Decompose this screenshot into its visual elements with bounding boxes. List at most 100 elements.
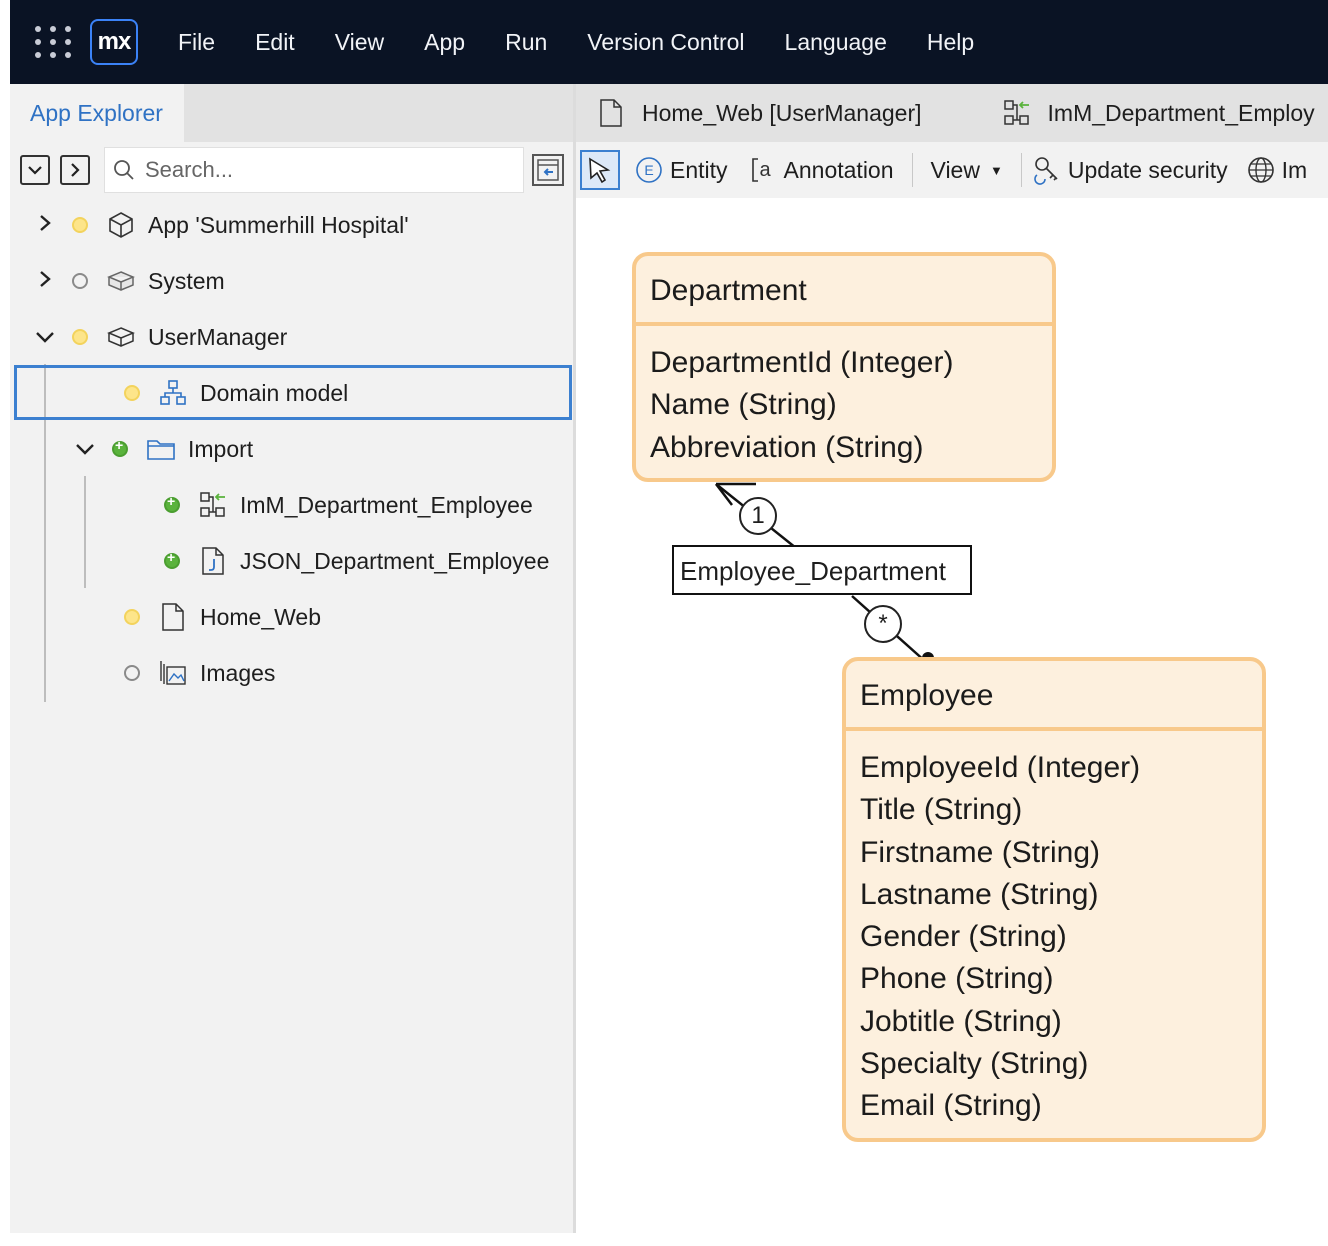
tree-item-import[interactable]: Import xyxy=(70,421,253,477)
entity-attributes: DepartmentId (Integer) Name (String) Abb… xyxy=(636,326,1052,469)
entity-tool-button[interactable]: E Entity xyxy=(634,155,728,185)
tree-item-usermanager[interactable]: UserManager xyxy=(30,309,287,365)
select-tool-button[interactable] xyxy=(580,150,620,190)
import-mapping-icon xyxy=(198,490,228,520)
entity-attribute[interactable]: Title (String) xyxy=(860,793,1023,827)
domain-model-icon xyxy=(158,378,188,408)
menu-version-control[interactable]: Version Control xyxy=(587,28,745,55)
entity-attribute[interactable]: Lastname (String) xyxy=(860,877,1099,911)
menu-help[interactable]: Help xyxy=(926,28,975,55)
menu-run[interactable]: Run xyxy=(505,28,548,55)
entity-attribute[interactable]: Specialty (String) xyxy=(860,1047,1089,1081)
dock-panel-icon xyxy=(537,158,559,181)
entity-employee[interactable]: Employee EmployeeId (Integer) Title (Str… xyxy=(842,657,1266,1142)
tree-item-label: ImM_Department_Employee xyxy=(240,491,533,518)
entity-attribute[interactable]: DepartmentId (Integer) xyxy=(650,346,954,379)
search-field[interactable] xyxy=(104,146,524,193)
tree-item-label: System xyxy=(148,267,225,294)
key-security-icon xyxy=(1032,155,1062,185)
domain-model-toolbar: E Entity a Annotation View ▼ Update secu… xyxy=(576,142,1328,198)
status-added-icon xyxy=(112,437,128,457)
dock-panel-button[interactable] xyxy=(532,153,564,186)
status-dot-icon xyxy=(124,609,140,625)
update-security-label: Update security xyxy=(1067,156,1228,183)
update-security-button[interactable]: Update security xyxy=(1032,155,1228,185)
import-mapping-icon xyxy=(1002,98,1032,128)
selection-frame xyxy=(14,365,572,420)
menu-app[interactable]: App xyxy=(424,28,466,55)
menu-edit[interactable]: Edit xyxy=(255,28,295,55)
tree-item-label: App 'Summerhill Hospital' xyxy=(148,211,409,238)
entity-name: Department xyxy=(636,256,1052,326)
status-dot-icon xyxy=(72,217,88,233)
entity-attribute[interactable]: Gender (String) xyxy=(860,920,1067,954)
tree-item-app[interactable]: App 'Summerhill Hospital' xyxy=(30,197,409,253)
tree-item-system[interactable]: System xyxy=(30,253,225,309)
tree-item-label: Domain model xyxy=(200,379,349,406)
document-tabs: Home_Web [UserManager] ImM_Department_Em… xyxy=(576,84,1328,142)
tree-item-label: UserManager xyxy=(148,323,288,350)
entity-attribute[interactable]: Email (String) xyxy=(860,1089,1042,1123)
tree-item-home-web[interactable]: Home_Web xyxy=(124,589,321,645)
collapse-all-button[interactable] xyxy=(60,154,90,185)
import-tool-label: Im xyxy=(1281,156,1308,183)
folder-icon xyxy=(146,434,176,464)
collapse-all-icon xyxy=(71,162,80,177)
tab-home-web[interactable]: Home_Web [UserManager] xyxy=(596,98,922,128)
owner-multiplicity: 1 xyxy=(739,497,777,535)
entity-department[interactable]: Department DepartmentId (Integer) Name (… xyxy=(632,252,1056,482)
left-tab-bar: App Explorer xyxy=(10,84,573,142)
association-name[interactable]: Employee_Department xyxy=(672,545,972,595)
view-dropdown-label: View xyxy=(930,156,980,183)
app-grid-icon[interactable] xyxy=(30,18,78,66)
entity-attribute[interactable]: EmployeeId (Integer) xyxy=(860,751,1141,784)
app-explorer-panel: App Explorer App 'Summerhill Hospital' xyxy=(10,84,576,1233)
module-icon xyxy=(106,322,136,352)
chevron-down-icon[interactable] xyxy=(70,436,100,462)
globe-icon xyxy=(1246,155,1276,185)
search-input[interactable] xyxy=(145,156,505,183)
explorer-toolbar xyxy=(10,142,573,197)
chevron-right-icon[interactable] xyxy=(30,268,60,294)
editor-area: Home_Web [UserManager] ImM_Department_Em… xyxy=(576,84,1328,1233)
tree-item-label: Images xyxy=(200,659,276,686)
menu-view[interactable]: View xyxy=(334,28,385,55)
entity-attributes: EmployeeId (Integer) Title (String) Firs… xyxy=(846,731,1262,1128)
status-added-icon xyxy=(164,493,180,513)
tab-import-mapping[interactable]: ImM_Department_Employ xyxy=(1002,98,1315,128)
import-web-service-button[interactable]: Im xyxy=(1246,155,1308,185)
tree-item-domain-model[interactable]: Domain model xyxy=(124,365,348,421)
menu-language[interactable]: Language xyxy=(784,28,887,55)
annotation-tool-label: Annotation xyxy=(783,156,894,183)
status-dot-icon xyxy=(72,273,88,289)
view-dropdown[interactable]: View ▼ xyxy=(931,157,1003,184)
domain-model-canvas[interactable]: 1 * Employee_Department Department Depar… xyxy=(576,198,1328,1233)
entity-tool-label: Entity xyxy=(670,156,728,183)
expand-all-button[interactable] xyxy=(20,154,50,185)
annotation-tool-button[interactable]: a Annotation xyxy=(748,155,894,185)
menu-file[interactable]: File xyxy=(178,28,216,55)
page-icon xyxy=(596,98,626,128)
app-cube-icon xyxy=(106,210,136,240)
status-dot-icon xyxy=(124,665,140,681)
module-icon xyxy=(106,266,136,296)
tab-app-explorer[interactable]: App Explorer xyxy=(10,84,184,142)
chevron-right-icon[interactable] xyxy=(30,212,60,238)
mendix-logo: mx xyxy=(90,19,138,65)
entity-attribute[interactable]: Jobtitle (String) xyxy=(860,1004,1062,1038)
tree-item-images[interactable]: Images xyxy=(124,645,275,701)
tree-guide-line xyxy=(84,476,86,588)
entity-attribute[interactable]: Phone (String) xyxy=(860,962,1054,996)
tree-item-json-structure[interactable]: JSON_Department_Employee xyxy=(164,533,549,589)
entity-icon: E xyxy=(634,155,664,185)
tree-item-label: JSON_Department_Employee xyxy=(240,547,550,574)
entity-attribute[interactable]: Name (String) xyxy=(650,388,837,422)
chevron-down-icon[interactable] xyxy=(30,324,60,350)
svg-text:a: a xyxy=(759,159,771,181)
image-collection-icon xyxy=(158,658,188,688)
status-added-icon xyxy=(164,549,180,569)
entity-attribute[interactable]: Firstname (String) xyxy=(860,835,1101,869)
cursor-arrow-icon xyxy=(589,157,611,184)
entity-attribute[interactable]: Abbreviation (String) xyxy=(650,430,924,464)
tree-item-import-mapping[interactable]: ImM_Department_Employee xyxy=(164,477,533,533)
